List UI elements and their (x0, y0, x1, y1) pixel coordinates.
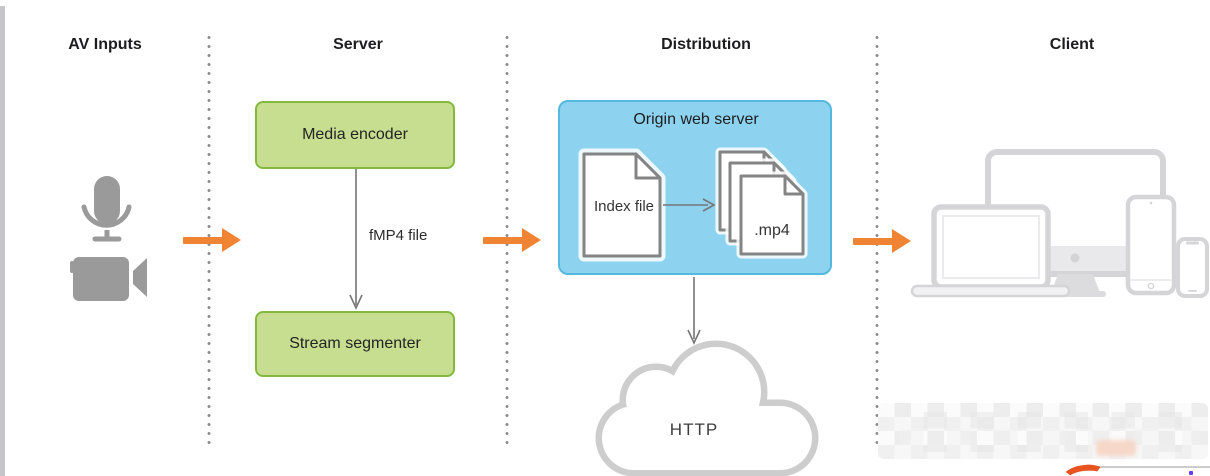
smartphone-icon (1176, 237, 1209, 298)
mp4-file-label: .mp4 (754, 222, 790, 239)
fmp4-file-label: fMP4 file (369, 227, 428, 244)
http-cloud-icon (595, 340, 819, 476)
server-to-cloud-arrow (687, 277, 701, 345)
flow-arrow-inputs-to-server (183, 228, 241, 252)
flow-arrow-server-to-distribution (483, 228, 541, 252)
watermark-dot (1189, 471, 1193, 475)
index-to-mp4-arrow (663, 198, 716, 212)
client-devices-icon (910, 149, 1209, 298)
media-encoder-box: Media encoder (255, 101, 455, 169)
column-header-server: Server (333, 36, 383, 53)
media-encoder-label: Media encoder (302, 126, 408, 143)
arrow-head-icon (892, 229, 911, 253)
watermark-smudge (1096, 440, 1136, 456)
watermark-logo-fragment (1060, 462, 1108, 476)
arrow-shaft (853, 238, 893, 245)
arrow-shaft (183, 237, 223, 244)
arrow-shaft (483, 237, 523, 244)
flow-arrow-distribution-to-client (853, 229, 911, 253)
index-file-document-icon (578, 148, 666, 262)
encoder-to-segmenter-arrow (349, 169, 363, 310)
laptop-icon (910, 204, 1071, 298)
tablet-icon (1125, 194, 1177, 296)
microphone-icon (81, 176, 132, 242)
index-file-label: Index file (593, 198, 655, 215)
origin-web-server-title: Origin web server (633, 111, 759, 128)
arrow-head-icon (222, 228, 241, 252)
column-header-client: Client (1049, 36, 1095, 53)
mp4-segments-stack-icon (715, 147, 808, 259)
column-header-distribution: Distribution (661, 36, 751, 53)
column-header-av-inputs: AV Inputs (68, 36, 142, 53)
video-camera-icon (70, 257, 147, 301)
blurred-watermark-overlay (900, 412, 1200, 452)
http-label: HTTP (669, 420, 719, 439)
arrow-head-icon (522, 228, 541, 252)
stream-segmenter-box: Stream segmenter (255, 311, 455, 377)
stream-segmenter-label: Stream segmenter (289, 335, 421, 352)
watermark-underline (1093, 466, 1210, 468)
page-edge-strip (0, 6, 5, 476)
